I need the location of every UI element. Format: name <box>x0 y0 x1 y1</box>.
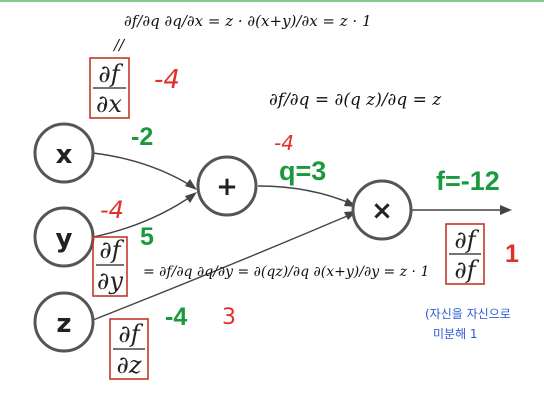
node-x-label: x <box>56 140 73 170</box>
gradient-df-df: ∂f ∂f <box>445 223 485 285</box>
node-y: y <box>33 206 95 268</box>
df-dz-numerator: ∂f <box>118 320 143 348</box>
node-z-label: z <box>56 309 71 339</box>
edge-x-plus <box>92 152 194 188</box>
df-df-value: 1 <box>505 240 519 268</box>
gradient-df-dy: ∂f ∂y <box>92 236 128 297</box>
df-dx-denominator: ∂x <box>96 90 122 118</box>
gradient-df-dx: ∂f ∂x <box>89 57 130 119</box>
handwritten-dfdx-value: -4 <box>154 65 180 95</box>
node-times-label: × <box>371 196 393 226</box>
value-z: -4 <box>165 303 187 331</box>
df-df-numerator: ∂f <box>454 226 479 254</box>
df-dx-numerator: ∂f <box>98 60 123 88</box>
df-df-denominator: ∂f <box>454 256 479 284</box>
gradient-df-dz: ∂f ∂z <box>109 318 149 380</box>
edge-z-times <box>92 213 353 321</box>
df-dz-denominator: ∂z <box>116 351 141 379</box>
node-plus-label: + <box>216 172 238 202</box>
handwritten-y-equation: = ∂f/∂q ∂q/∂y = ∂(qz)/∂q ∂(x+y)/∂y = z ·… <box>143 264 429 280</box>
node-x: x <box>33 122 95 184</box>
handwritten-top-dash: // <box>112 36 126 54</box>
value-x: -2 <box>131 123 153 151</box>
df-dy-denominator: ∂y <box>97 267 123 295</box>
handwritten-note-line1: (자신을 자신으로 <box>425 307 511 321</box>
edge-x-plus-arrow <box>185 179 197 190</box>
value-f: f=-12 <box>436 166 500 196</box>
handwritten-note-line2: 미분해 1 <box>433 327 478 341</box>
handwritten-y-edge-value: -4 <box>100 196 124 224</box>
edge-y-plus-arrow <box>185 192 197 203</box>
handwritten-mid-equation: ∂f/∂q = ∂(q z)/∂q = z <box>269 90 442 110</box>
df-dy-numerator: ∂f <box>99 236 124 264</box>
edge-plus-times <box>257 185 353 205</box>
node-times: × <box>351 179 413 241</box>
node-y-label: y <box>56 224 73 254</box>
handwritten-top-equation: ∂f/∂q ∂q/∂x = z · ∂(x+y)/∂x = z · 1 <box>124 12 372 30</box>
handwritten-mid-value: -4 <box>274 131 294 155</box>
value-q: q=3 <box>279 156 326 186</box>
edge-y-plus <box>92 194 194 238</box>
node-z: z <box>33 291 95 353</box>
node-plus: + <box>196 155 258 217</box>
value-y: 5 <box>140 223 154 251</box>
handwritten-z-value: 3 <box>222 305 236 330</box>
edge-times-out-arrow <box>500 205 512 215</box>
